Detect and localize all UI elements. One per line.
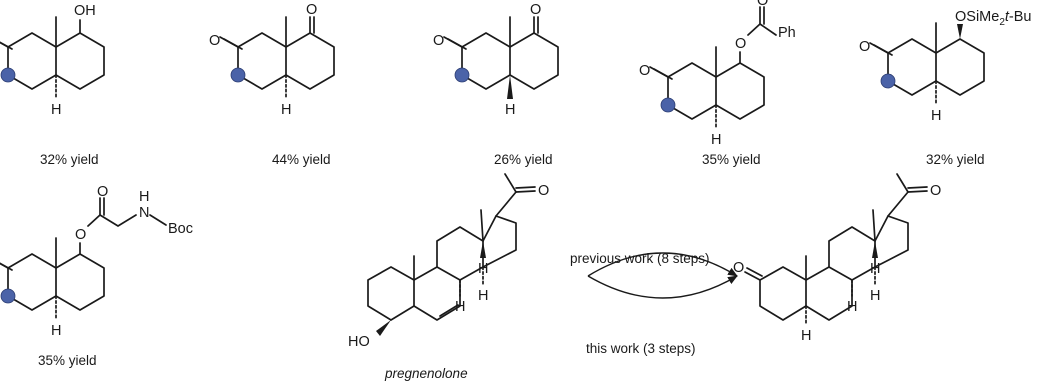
atom-h-label: H	[281, 102, 291, 118]
atom-h-label: H	[870, 288, 880, 304]
reaction-site-marker	[880, 73, 896, 89]
atom-n-label: N	[139, 205, 149, 221]
atom-oh-label: OH	[74, 3, 96, 19]
atom-h-label: H	[51, 102, 61, 118]
yield-product-5: 32% yield	[926, 152, 985, 167]
yield-product-2: 44% yield	[272, 152, 331, 167]
atom-h-label: H	[51, 323, 61, 339]
atom-h-label: H	[847, 299, 857, 315]
atom-h-label: H	[711, 132, 721, 148]
arrow-this-route	[587, 275, 738, 299]
yield-product-6: 35% yield	[38, 353, 97, 368]
yield-product-3: 26% yield	[494, 152, 553, 167]
atom-o-label: O	[97, 184, 108, 200]
reaction-site-marker	[660, 97, 676, 113]
atom-h-label: H	[455, 299, 465, 315]
pregnenolone-name: pregnenolone	[384, 366, 468, 381]
atom-boc-label: Boc	[168, 221, 193, 237]
atom-h-label: H	[505, 102, 515, 118]
reaction-site-marker	[230, 67, 246, 83]
atom-h-label: H	[801, 328, 811, 344]
atom-o-label: O	[75, 227, 86, 243]
atom-o-label: O	[209, 33, 220, 49]
pregnenolone-structure: O HO H H H	[348, 173, 549, 350]
atom-o-label: O	[433, 33, 444, 49]
atom-o-label: O	[733, 260, 744, 276]
atom-ho-label: HO	[348, 334, 370, 350]
target-structure: O O H H H H	[733, 173, 941, 344]
atom-o-label: O	[757, 0, 768, 9]
product-1-structure: OH O H	[0, 3, 105, 118]
atom-o-label: O	[639, 63, 650, 79]
atom-o-label: O	[530, 2, 541, 18]
reaction-site-marker	[0, 288, 16, 304]
atom-o-label: O	[306, 2, 317, 18]
atom-h-label: H	[931, 108, 941, 124]
atom-o-label: O	[735, 36, 746, 52]
atom-ph-label: Ph	[778, 25, 796, 41]
product-5-structure: OSiMe2t-Bu O H	[859, 9, 1032, 124]
product-3-structure: O O H	[433, 2, 559, 118]
yield-product-1: 32% yield	[40, 152, 99, 167]
product-4-structure: O O Ph O H	[639, 0, 796, 148]
atom-h-label: H	[139, 189, 149, 205]
reaction-site-marker	[0, 67, 16, 83]
atom-o-label: O	[930, 183, 941, 199]
label-this-work: this work (3 steps)	[586, 341, 696, 356]
atom-otbs-label: OSiMe2t-Bu	[955, 9, 1032, 28]
product-2-structure: O O H	[209, 2, 335, 118]
atom-o-label: O	[538, 183, 549, 199]
label-previous-work: previous work (8 steps)	[570, 251, 710, 266]
atom-h-label: H	[478, 288, 488, 304]
reaction-site-marker	[454, 67, 470, 83]
product-6-structure: O O N H Boc O H	[0, 184, 193, 339]
yield-product-4: 35% yield	[702, 152, 761, 167]
atom-o-label: O	[859, 39, 870, 55]
arrow-previous-route	[587, 252, 738, 277]
